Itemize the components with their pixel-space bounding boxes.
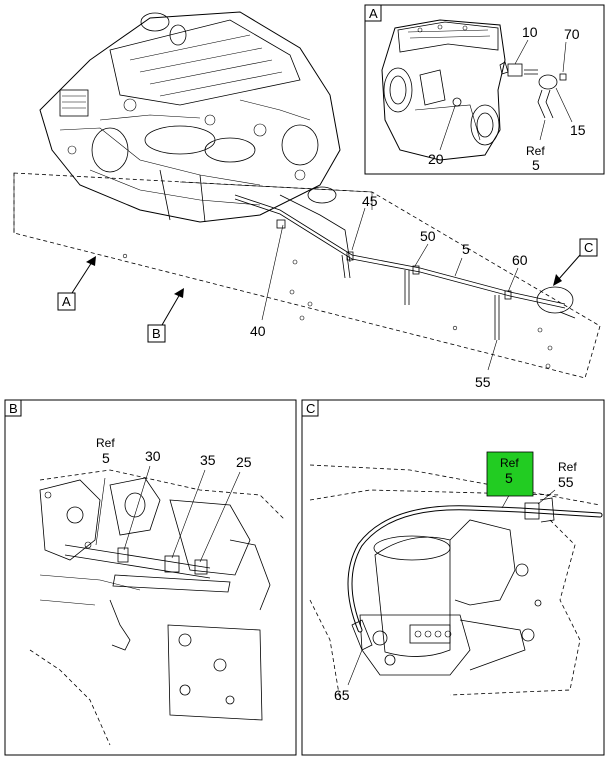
air-line-tube <box>234 194 576 340</box>
air-compressor <box>381 19 509 161</box>
main-view: 45 50 5 60 40 55 A B C <box>13 11 601 390</box>
callout-55: 55 <box>475 374 491 390</box>
callout-15: 15 <box>570 122 586 138</box>
detail-c-letter: C <box>306 401 315 416</box>
detail-a-panel: A <box>364 4 605 175</box>
detail-b-ref-label: Ref <box>96 436 115 450</box>
callout-45: 45 <box>362 193 378 209</box>
view-arrows <box>71 254 581 326</box>
engine-assembly <box>39 11 351 263</box>
callout-35: 35 <box>200 452 216 468</box>
tube-detail-b <box>64 544 211 579</box>
callout-20: 20 <box>428 151 444 167</box>
ref-55-label: Ref <box>558 460 577 474</box>
view-label-c: C <box>584 240 593 255</box>
callout-50: 50 <box>420 228 436 244</box>
detail-c-panel: C <box>301 399 605 756</box>
frame-rail-detail-c <box>309 464 601 701</box>
detail-a-ref-value: 5 <box>532 157 540 173</box>
callout-70: 70 <box>564 26 580 42</box>
detail-b-letter: B <box>9 401 18 416</box>
detail-a-letter: A <box>369 6 378 21</box>
hose-detail-c <box>347 497 603 651</box>
view-label-c-box <box>579 238 598 257</box>
detail-c-leaders <box>347 489 556 686</box>
callout-10: 10 <box>522 24 538 40</box>
callout-65: 65 <box>334 687 350 703</box>
detail-b-leaders <box>95 465 241 563</box>
detail-b-panel: B <box>4 399 297 756</box>
air-dryer <box>359 519 526 676</box>
callout-60: 60 <box>512 252 528 268</box>
view-label-a-box <box>57 292 76 311</box>
detail-b-ref-value: 5 <box>102 450 110 466</box>
view-label-a: A <box>62 294 71 309</box>
detail-a-ref-label: Ref <box>526 144 545 158</box>
highlight-ref-5-box[interactable] <box>486 451 534 497</box>
callout-40: 40 <box>250 323 266 339</box>
callout-30: 30 <box>145 448 161 464</box>
view-label-b-box <box>147 324 166 343</box>
frame-rail <box>13 172 601 379</box>
engine-detail-b <box>29 469 286 746</box>
highlight-ref-label: Ref <box>500 456 519 470</box>
highlight-ref-value: 5 <box>505 470 513 486</box>
view-label-b: B <box>152 326 161 341</box>
callout-25: 25 <box>236 454 252 470</box>
main-leader-lines <box>261 207 519 371</box>
ref-55-value: 55 <box>558 474 574 490</box>
callout-5: 5 <box>462 241 470 257</box>
detail-a-leaders <box>439 39 573 151</box>
